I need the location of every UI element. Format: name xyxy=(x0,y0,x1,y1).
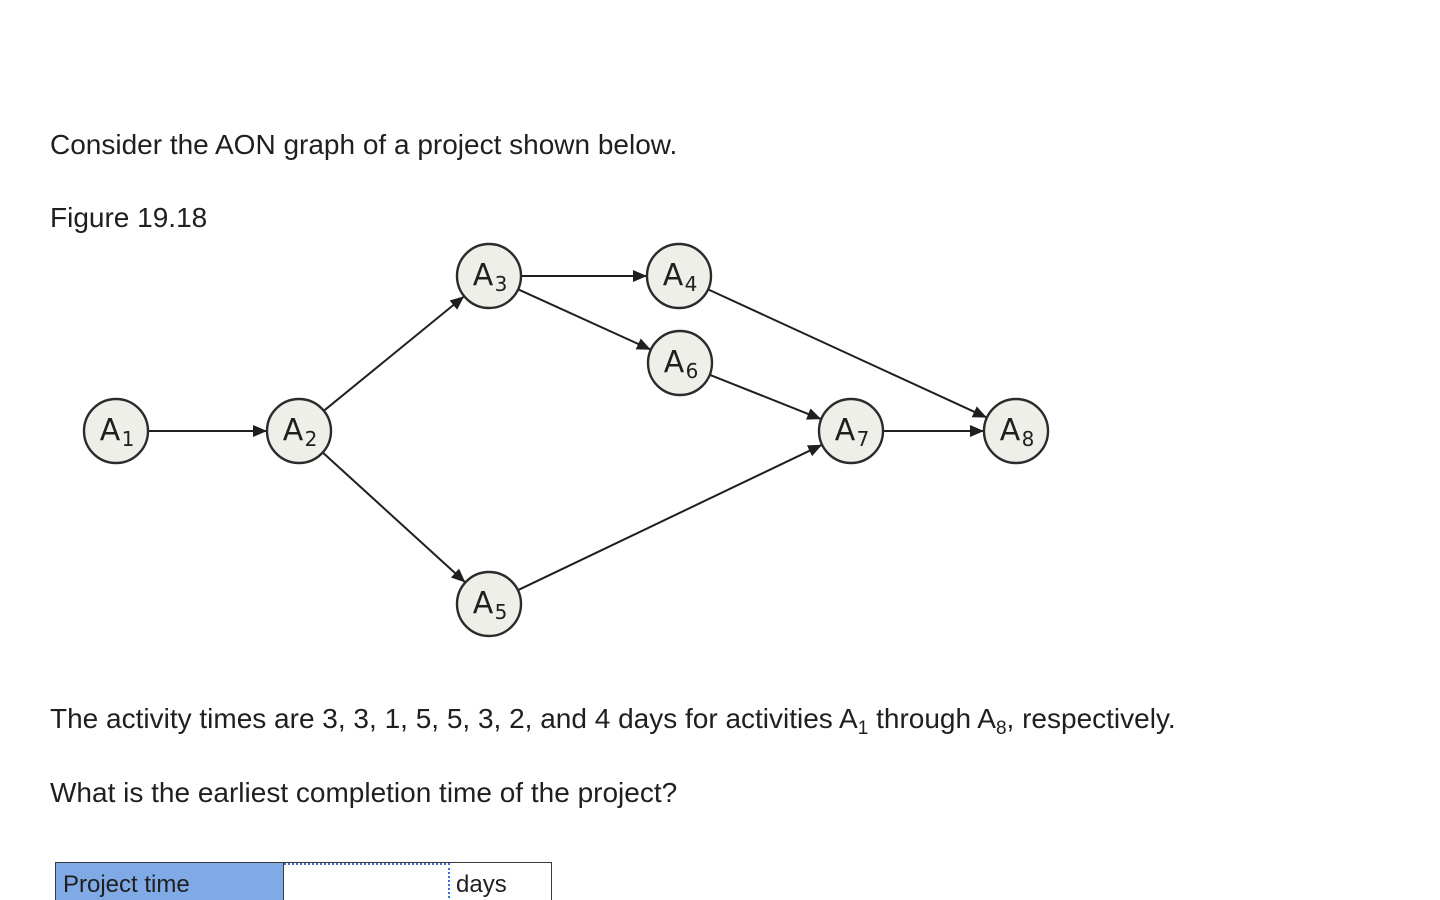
node-circle xyxy=(817,397,885,465)
node-circle xyxy=(982,397,1050,465)
edge-a2-to-a3 xyxy=(323,296,465,412)
answer-row: Project time days xyxy=(55,862,552,900)
node-label: A xyxy=(663,258,684,293)
node-label: A xyxy=(100,413,121,448)
node-circle xyxy=(82,397,150,465)
node-subscript: 8 xyxy=(1022,427,1035,451)
edge-a3-to-a6 xyxy=(517,288,651,351)
node-label: A xyxy=(473,586,494,621)
node-subscript: 6 xyxy=(686,359,699,383)
project-time-label: Project time xyxy=(56,863,284,900)
activity-times-statement: The activity times are 3, 3, 1, 5, 5, 3,… xyxy=(50,699,1176,739)
node-subscript: 7 xyxy=(857,427,870,451)
node-subscript: 4 xyxy=(685,272,698,296)
activity-times-ending: , respectively. xyxy=(1006,703,1176,734)
node-circle xyxy=(645,242,713,310)
node-label: A xyxy=(1000,413,1021,448)
activity-times-through: through A xyxy=(868,703,996,734)
node-label: A xyxy=(664,345,685,380)
node-label: A xyxy=(835,413,856,448)
node-circle xyxy=(646,329,714,397)
node-circle xyxy=(455,570,523,638)
node-circle xyxy=(455,242,523,310)
activity-times-text: The activity times are 3, 3, 1, 5, 5, 3,… xyxy=(50,703,858,734)
figure-caption: Figure 19.18 xyxy=(50,202,208,233)
graph-edges xyxy=(148,270,987,592)
node-label: A xyxy=(283,413,304,448)
problem-intro: Consider the AON graph of a project show… xyxy=(50,129,678,160)
node-subscript: 5 xyxy=(495,600,508,624)
node-subscript: 1 xyxy=(122,427,135,451)
edge-a5-to-a7 xyxy=(517,444,823,592)
node-circle xyxy=(265,397,333,465)
edge-a6-to-a7 xyxy=(709,373,822,420)
edge-a2-to-a5 xyxy=(322,451,466,583)
question-text: What is the earliest completion time of … xyxy=(50,777,678,808)
node-label: A xyxy=(473,258,494,293)
project-time-input[interactable] xyxy=(284,863,450,900)
node-subscript: 2 xyxy=(305,427,318,451)
node-subscript: 3 xyxy=(495,272,508,296)
activity-subscript-first: 1 xyxy=(857,718,869,739)
edge-a4-to-a8 xyxy=(707,288,987,419)
days-unit-label: days xyxy=(450,863,551,900)
activity-subscript-last: 8 xyxy=(995,718,1007,739)
